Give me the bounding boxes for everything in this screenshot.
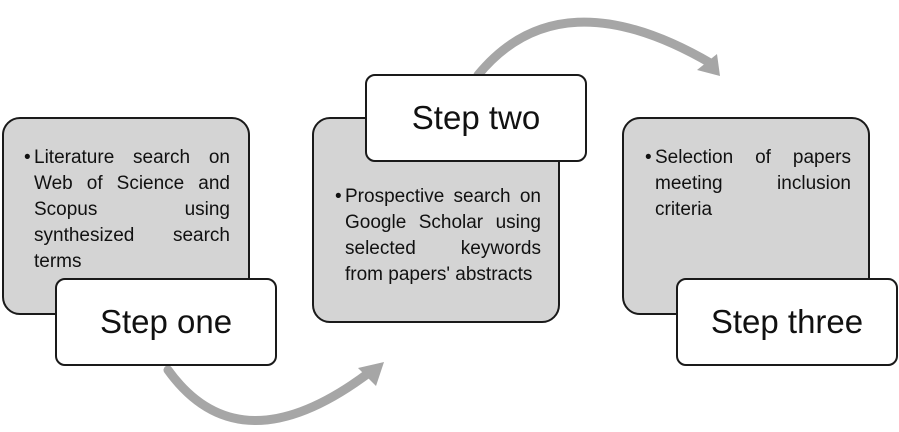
curved-arrow-step-two-to-three — [473, 17, 720, 80]
step-two-label: Step two — [365, 74, 587, 162]
step-three-description: •Selection of papers meeting inclusion c… — [645, 145, 851, 223]
bullet-icon: • — [645, 147, 652, 168]
step-one-description: •Literature search on Web of Science and… — [24, 145, 230, 275]
step-one-label: Step one — [55, 278, 277, 366]
step-two-text: Prospective search on Google Scholar usi… — [345, 186, 541, 285]
step-three-label: Step three — [676, 278, 898, 366]
bullet-icon: • — [335, 186, 342, 207]
step-one-text: Literature search on Web of Science and … — [34, 147, 230, 272]
curved-arrow-step-one-to-two — [163, 362, 384, 425]
step-two-description: •Prospective search on Google Scholar us… — [335, 184, 541, 288]
bullet-icon: • — [24, 147, 31, 168]
step-three-text: Selection of papers meeting inclusion cr… — [655, 147, 851, 220]
